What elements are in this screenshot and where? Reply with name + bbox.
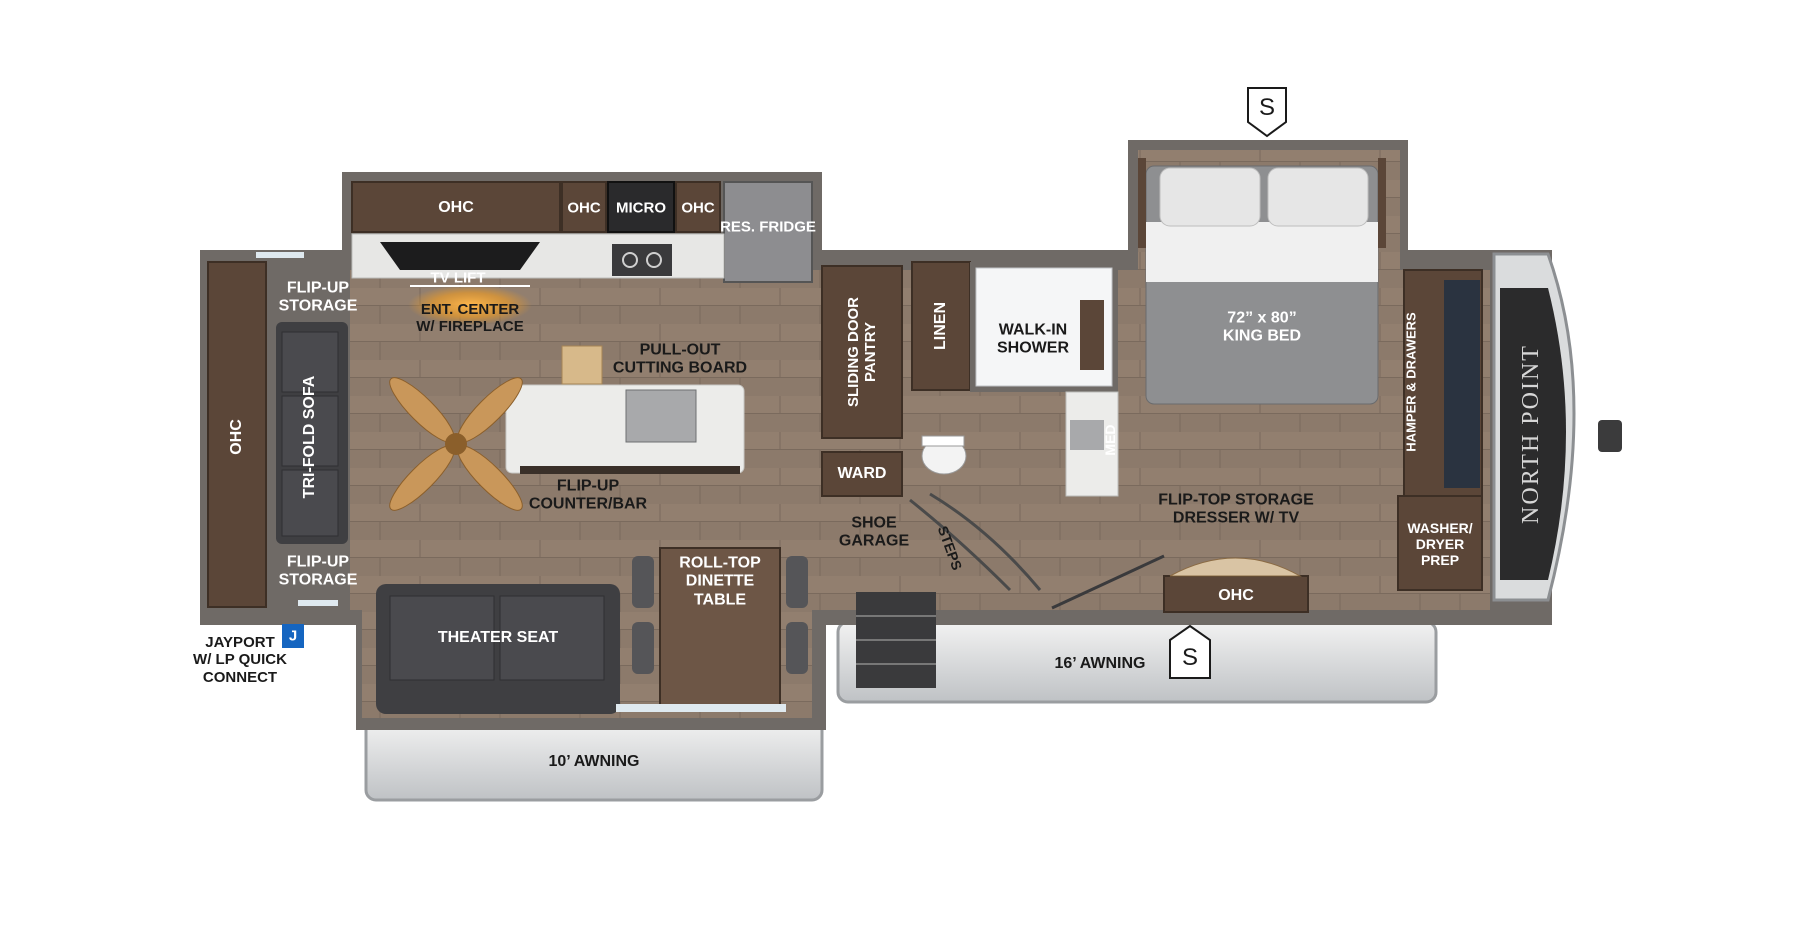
- front-cap: [1492, 252, 1622, 602]
- label-king-bed: 72” x 80” KING BED: [1222, 309, 1302, 345]
- brand-text: NORTH POINT: [1518, 344, 1545, 524]
- label-awning-16: 16’ AWNING: [1054, 654, 1146, 672]
- slide-marker-top-shape: [1247, 87, 1287, 138]
- dinette-shape: [616, 547, 808, 712]
- label-theater-seat: THEATER SEAT: [437, 628, 559, 646]
- label-flip-up-storage-top: FLIP-UP STORAGE: [278, 279, 358, 315]
- pantry-ward: [821, 265, 903, 497]
- kitchen-cabinets: [351, 181, 813, 325]
- label-ent-center: ENT. CENTER W/ FIREPLACE: [416, 300, 524, 335]
- label-tv-lift: TV LIFT: [430, 269, 486, 287]
- slide-marker-bottom-shape: [1169, 624, 1211, 679]
- label-tri-fold-sofa: TRI-FOLD SOFA: [300, 375, 318, 499]
- label-ward: WARD: [837, 464, 887, 482]
- entry-steps: [856, 492, 1165, 688]
- label-ohc-small-2: OHC: [681, 199, 715, 217]
- jayport-badge-letter: J: [288, 627, 298, 645]
- dresser-ohc: [1163, 557, 1309, 613]
- label-micro: MICRO: [616, 199, 666, 217]
- label-awning-10: 10’ AWNING: [548, 752, 640, 770]
- rear-ohc-cabinet: [207, 261, 267, 608]
- label-ohc-rear: OHC: [227, 419, 245, 455]
- label-res-fridge: RES. FRIDGE: [720, 218, 816, 236]
- label-walk-in-shower: WALK-IN SHOWER: [997, 321, 1069, 357]
- slide-marker-bottom: S: [1181, 644, 1199, 672]
- king-bed-shape: [1138, 158, 1386, 405]
- label-washer-dryer: WASHER/ DRYER PREP: [1407, 519, 1473, 569]
- bathroom: [911, 261, 1119, 497]
- label-flip-up-storage-bottom: FLIP-UP STORAGE: [278, 553, 358, 589]
- label-hamper-drawers: HAMPER & DRAWERS: [1403, 312, 1419, 452]
- label-roll-top-dinette: ROLL-TOP DINETTE TABLE: [679, 554, 761, 609]
- hamper-washer: [1397, 269, 1483, 591]
- jayport-badge-shape: [282, 624, 304, 648]
- label-jayport: JAYPORT W/ LP QUICK CONNECT: [193, 634, 287, 686]
- ceiling-fan: [389, 377, 523, 511]
- label-linen: LINEN: [931, 302, 949, 350]
- label-ohc-dresser: OHC: [1218, 586, 1254, 604]
- theater-seat-shape: [376, 584, 620, 714]
- label-ohc-small-1: OHC: [567, 199, 601, 217]
- label-flip-top-dresser: FLIP-TOP STORAGE DRESSER W/ TV: [1158, 491, 1314, 527]
- slide-marker-top: S: [1258, 94, 1276, 122]
- kitchen-island: [505, 345, 745, 474]
- label-sliding-door-pantry: SLIDING DOOR PANTRY: [844, 296, 879, 408]
- label-pull-out-cutting-board: PULL-OUT CUTTING BOARD: [612, 341, 748, 377]
- tri-fold-sofa-shape: [276, 322, 348, 544]
- rear-window-bottom: [298, 600, 338, 606]
- label-flip-up-counter: FLIP-UP COUNTER/BAR: [528, 477, 648, 513]
- rear-window-top: [256, 252, 304, 258]
- label-shoe-garage: SHOE GARAGE: [838, 514, 910, 550]
- label-ohc-kitchen: OHC: [438, 198, 474, 216]
- label-med: MED: [1101, 424, 1118, 456]
